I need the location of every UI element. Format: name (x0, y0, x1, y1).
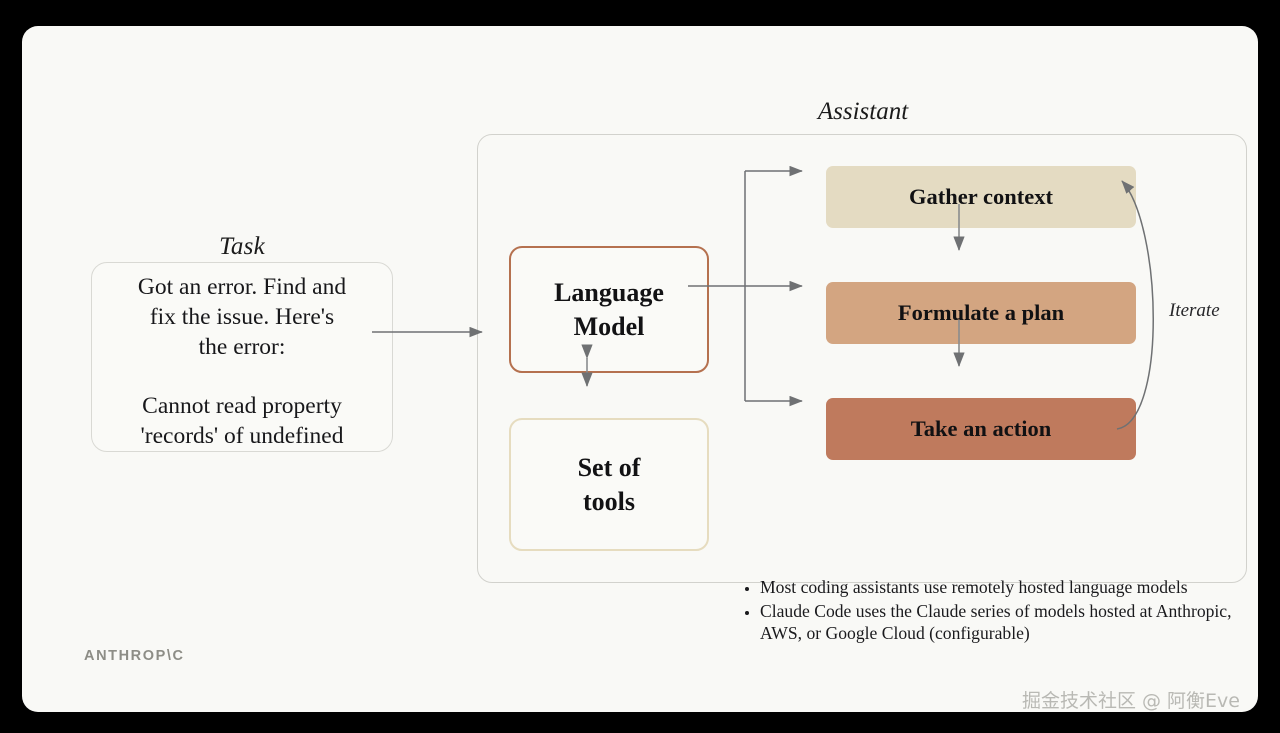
assistant-container (477, 134, 1247, 583)
task-line-4: Cannot read property (142, 393, 342, 419)
task-line-2: fix the issue. Here's (149, 304, 335, 330)
step-label-formulate-a-plan: Formulate a plan (897, 300, 1065, 325)
step-box-gather-context: Gather context (826, 166, 1136, 228)
set-of-tools-label: Set of tools (577, 452, 641, 516)
step-box-take-an-action: Take an action (826, 398, 1136, 460)
note-item: Claude Code uses the Claude series of mo… (760, 600, 1240, 645)
language-model-label: Language Model (554, 277, 664, 341)
language-model-node: Language Model (509, 246, 709, 373)
task-box: Got an error. Find and fix the issue. He… (91, 262, 393, 452)
task-line-1: Got an error. Find and (137, 274, 347, 300)
task-title: Task (219, 233, 265, 260)
watermark: 掘金技术社区 @ 阿衡Eve (1021, 690, 1240, 712)
step-label-gather-context: Gather context (909, 184, 1053, 209)
assistant-title: Assistant (817, 98, 909, 125)
step-box-formulate-a-plan: Formulate a plan (826, 282, 1136, 344)
set-of-tools-node: Set of tools (509, 418, 709, 551)
step-label-take-an-action: Take an action (910, 416, 1052, 441)
notes-list: Most coding assistants use remotely host… (734, 576, 1240, 646)
task-line-5: 'records' of undefined (140, 423, 344, 449)
anthropic-logo: ANTHROP\C (84, 648, 185, 664)
slide-canvas: Task Got an error. Find and fix the issu… (22, 26, 1258, 712)
task-line-3: the error: (198, 334, 286, 360)
note-item: Most coding assistants use remotely host… (760, 576, 1240, 599)
iterate-label: Iterate (1169, 300, 1220, 321)
